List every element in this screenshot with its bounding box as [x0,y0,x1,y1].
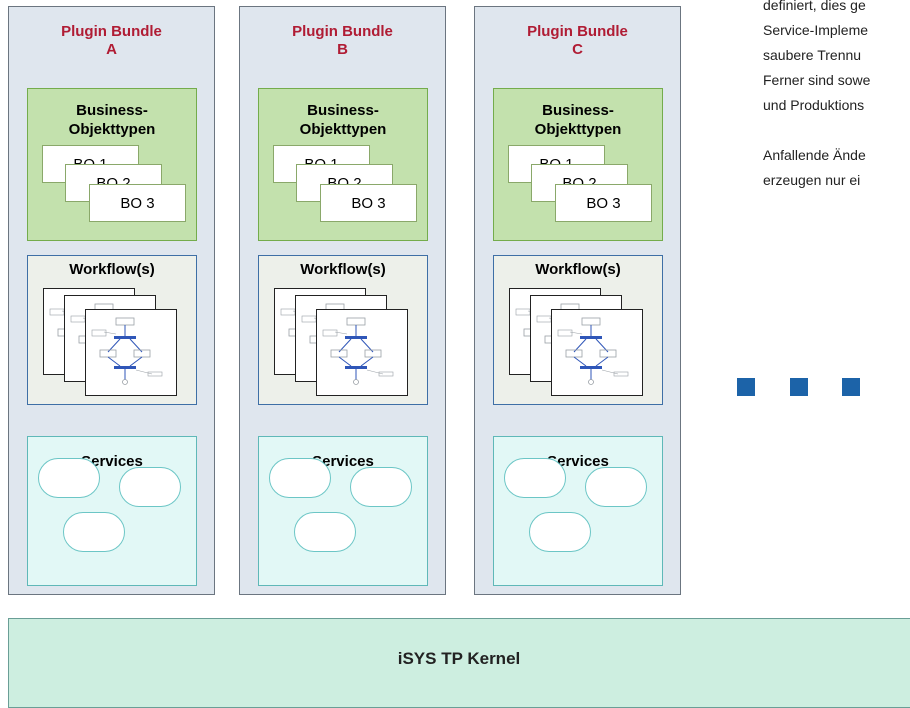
bo-box-title: Business-Objekttypen [534,102,622,138]
services-box-title: Services [312,453,374,470]
services-box-title: Services [547,453,609,470]
bundle-title-line1: Plugin Bundle [61,23,162,40]
side-text-line: Service-Impleme [763,22,869,38]
service-oval [585,467,647,507]
workflow-box-title: Workflow(s) [535,261,621,278]
services-box: Services [493,436,663,586]
services-box: Services [27,436,197,586]
bundle-title: Plugin Bundle B [240,23,445,59]
plugin-bundle-a: Plugin Bundle A Business-Objekttypen BO … [8,6,215,595]
ellipsis-square [842,378,860,396]
kernel-label: iSYS TP Kernel [397,649,521,668]
workflow-diagram-thumbnail [316,309,408,396]
service-oval [529,512,591,552]
side-text-line: saubere Trennu [763,47,862,63]
side-text-line: und Produktions [763,97,865,113]
service-oval [269,458,331,498]
service-oval [350,467,412,507]
side-text-line: definiert, dies ge [763,0,866,13]
service-oval [294,512,356,552]
services-box-title: Services [81,453,143,470]
side-text-line: erzeugen nur ei [763,172,861,188]
ellipsis-square [737,378,755,396]
workflow-box-title: Workflow(s) [69,261,155,278]
side-text-line: Ferner sind sowe [763,72,871,88]
bundle-title: Plugin Bundle A [9,23,214,59]
bundle-title-line1: Plugin Bundle [292,23,393,40]
services-box: Services [258,436,428,586]
bo-box-title: Business-Objekttypen [299,102,387,138]
workflows-box: Workflow(s) [493,255,663,405]
business-object-types-box: Business-Objekttypen BO 1 BO 2 BO 3 [493,88,663,241]
service-oval [38,458,100,498]
bo-card: BO 3 [89,184,186,222]
kernel-box: iSYS TP Kernel [8,618,910,708]
side-text-line: Anfallende Ände [763,147,866,163]
business-object-types-box: Business-Objekttypen BO 1 BO 2 BO 3 [258,88,428,241]
workflow-diagram-thumbnail [85,309,177,396]
plugin-bundle-b: Plugin Bundle B Business-Objekttypen BO … [239,6,446,595]
bundle-title-line2: B [337,41,348,58]
bundle-title-line1: Plugin Bundle [527,23,628,40]
workflows-box: Workflow(s) [258,255,428,405]
bundle-title-line2: C [572,41,583,58]
workflow-box-title: Workflow(s) [300,261,386,278]
bo-box-title: Business-Objekttypen [68,102,156,138]
workflows-box: Workflow(s) [27,255,197,405]
bundle-title-line2: A [106,41,117,58]
ellipsis-square [790,378,808,396]
bo-card: BO 3 [555,184,652,222]
service-oval [63,512,125,552]
bundle-title: Plugin Bundle C [475,23,680,59]
business-object-types-box: Business-Objekttypen BO 1 BO 2 BO 3 [27,88,197,241]
bo-card: BO 3 [320,184,417,222]
service-oval [119,467,181,507]
plugin-bundle-c: Plugin Bundle C Business-Objekttypen BO … [474,6,681,595]
service-oval [504,458,566,498]
workflow-diagram-thumbnail [551,309,643,396]
